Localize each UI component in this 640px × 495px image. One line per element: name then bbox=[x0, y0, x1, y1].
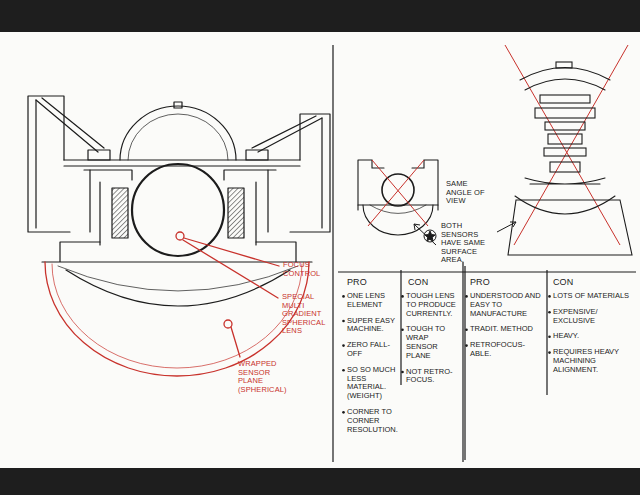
table-cell: SUPER EASY MACHINE. bbox=[347, 317, 399, 335]
red-annotations bbox=[45, 232, 309, 376]
table-cell: NOT RETRO-FOCUS. bbox=[406, 368, 460, 386]
bullet-dot bbox=[465, 295, 468, 298]
callout-label: FOCUS CONTROL bbox=[283, 261, 325, 278]
table-header: CON bbox=[553, 277, 593, 287]
bullet-dot bbox=[548, 295, 551, 298]
bullet-dot bbox=[548, 335, 551, 338]
table-cell: UNDERSTOOD AND EASY TO MANUFACTURE bbox=[470, 292, 544, 318]
table-cell: CORNER TO CORNER RESOLUTION. bbox=[347, 408, 399, 434]
bullet-dot bbox=[401, 371, 404, 374]
table-cell: RETROFOCUS-ABLE. bbox=[470, 341, 544, 359]
bullet-dot bbox=[342, 369, 345, 372]
bullet-dot bbox=[342, 295, 345, 298]
traditional-lens-sketch bbox=[508, 62, 632, 255]
table-cell: TRADIT. METHOD bbox=[470, 325, 544, 334]
table-column: ONE LENS ELEMENT SUPER EASY MACHINE. ZERO … bbox=[347, 292, 399, 441]
paper bbox=[0, 32, 640, 468]
bullet-dot bbox=[401, 328, 404, 331]
callout-label: SPECIAL MULTI GRADIENT SPHERICAL LENS bbox=[282, 293, 332, 336]
spherical-lens-sketch bbox=[28, 96, 330, 306]
bullet-dot bbox=[465, 344, 468, 347]
bullet-dot bbox=[401, 295, 404, 298]
note: SAME ANGLE OF VIEW bbox=[446, 180, 488, 206]
table-cell: LOTS OF MATERIALS bbox=[553, 292, 633, 301]
table-cell: REQUIRES HEAVY MACHINING ALIGNMENT. bbox=[553, 348, 633, 374]
table-cell: TOUGH LENS TO PRODUCE CURRENTLY. bbox=[406, 292, 460, 318]
table-rules bbox=[338, 262, 636, 462]
table-cell: ONE LENS ELEMENT bbox=[347, 292, 399, 310]
table-cell: TOUGH TO WRAP SENSOR PLANE bbox=[406, 325, 460, 360]
bullet-dot bbox=[342, 411, 345, 414]
bullet-dot bbox=[465, 328, 468, 331]
bullet-dot bbox=[342, 320, 345, 323]
table-cell: HEAVY. bbox=[553, 332, 633, 341]
angle-lines bbox=[368, 45, 628, 245]
table-cell: EXPENSIVE/ EXCLUSIVE bbox=[553, 308, 633, 326]
note: BOTH SENSORS HAVE SAME SURFACE AREA. bbox=[441, 222, 497, 265]
page-divider bbox=[332, 45, 333, 462]
table-header: PRO bbox=[347, 277, 387, 287]
table-column: UNDERSTOOD AND EASY TO MANUFACTURE TRADIT… bbox=[470, 292, 544, 366]
small-sketch bbox=[358, 160, 438, 235]
callout-label: WRAPPED SENSOR PLANE (SPHERICAL) bbox=[238, 360, 296, 394]
bullet-dot bbox=[342, 344, 345, 347]
table-header: CON bbox=[408, 277, 448, 287]
table-cell: SO SO MUCH LESS MATERIAL. (WEIGHT) bbox=[347, 366, 399, 401]
table-cell: ZERO FALL-OFF bbox=[347, 341, 399, 359]
table-header: PRO bbox=[470, 277, 510, 287]
table-column: LOTS OF MATERIALS EXPENSIVE/ EXCLUSIVE HEA… bbox=[553, 292, 633, 382]
bullet-dot bbox=[548, 351, 551, 354]
bullet-dot bbox=[548, 311, 551, 314]
table-column: TOUGH LENS TO PRODUCE CURRENTLY. TOUGH TO… bbox=[406, 292, 460, 392]
